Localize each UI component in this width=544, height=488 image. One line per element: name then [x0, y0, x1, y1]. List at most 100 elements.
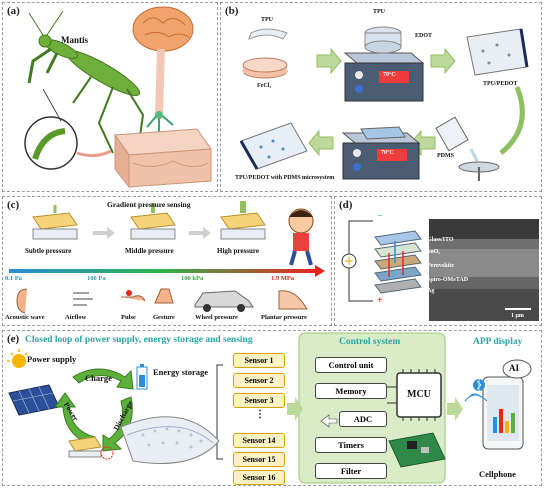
- edot-label: EDOT: [415, 33, 433, 39]
- app-gesture: Gesture: [153, 314, 175, 321]
- arrow-2-icon: [430, 47, 456, 75]
- energy-storage-label: Energy storage: [153, 367, 209, 377]
- small-sensor-icon: [68, 436, 114, 460]
- fecl3-label: FeCl₃: [257, 83, 272, 89]
- solar-panel-icon: [8, 384, 60, 416]
- tpu-top-label: TPU: [373, 9, 385, 15]
- hot-plate-2-icon: [341, 126, 421, 180]
- app-pulse: Pulse: [121, 314, 136, 321]
- control-system-title: Control system: [339, 337, 401, 347]
- fabrication-process-illustration: [239, 26, 529, 181]
- layer-spiro: Spiro-OMeTAD: [427, 277, 469, 283]
- arrow-to-control-icon: [287, 397, 303, 421]
- minus-sign: −: [377, 211, 383, 222]
- skin-tissue-icon: [114, 128, 212, 189]
- petri-dish-icon: [242, 57, 288, 79]
- mcu-chip-icon: [387, 369, 442, 421]
- app-display-title: APP display: [473, 337, 523, 347]
- gradient-title: Gradient pressure sensing: [107, 200, 191, 209]
- layer-sno2: SnO₂: [427, 249, 441, 255]
- panel-b-label: (b): [225, 5, 239, 17]
- airflow-icon: [73, 292, 93, 306]
- ear-icon: [16, 288, 28, 314]
- recycle-loop-icon: [54, 368, 134, 452]
- pressure-gradient-bar: [9, 269, 315, 273]
- curved-arrow-icon: [499, 86, 525, 155]
- filter: Filter: [315, 463, 387, 479]
- scale-label: 1 μm: [511, 313, 524, 319]
- ai-label: AI: [509, 363, 520, 373]
- pdms-label: PDMS: [437, 153, 454, 159]
- ai-bubble-icon: [502, 359, 532, 379]
- tick-1: 0.1 Pa: [5, 275, 22, 282]
- loop-title: Closed loop of power supply, energy stor…: [25, 335, 253, 345]
- mantis-icon: [27, 10, 145, 154]
- panel-c-label: (c): [7, 199, 20, 211]
- adc: ADC: [339, 411, 387, 427]
- control-unit: Control unit: [315, 357, 387, 373]
- sensor-subtle-icon: [32, 205, 78, 240]
- panel-e-label: (e): [7, 333, 20, 345]
- sensor-3: Sensor 3: [233, 393, 285, 408]
- sun-icon: [7, 349, 28, 368]
- bluetooth-icon: [473, 379, 485, 391]
- panel-a-label: (a): [7, 5, 20, 17]
- panel-b: (b): [220, 2, 542, 192]
- arrow-to-app-icon: [447, 397, 463, 421]
- result-label: TPU/PEDOT with PDMS microsystem: [235, 175, 335, 181]
- timers: Timers: [315, 437, 387, 453]
- tpu-film-icon: [248, 28, 288, 40]
- final-sheet-icon: [239, 122, 308, 170]
- panel-c: (c): [2, 196, 332, 326]
- power-supply-label: Power supply: [27, 354, 77, 364]
- arrow-c1-icon: [93, 227, 115, 239]
- battery-icon: [136, 364, 148, 390]
- high-label: High pressure: [217, 247, 259, 255]
- arrow-1-icon: [316, 47, 342, 75]
- panel-d: (d) − + Glass/ITO SnO₂ Perovskite Spiro-…: [334, 196, 542, 326]
- temp-1-label: 70°C: [383, 72, 396, 78]
- car-icon: [194, 290, 254, 312]
- panel-d-label: (d): [339, 199, 353, 211]
- charge-label: Charge: [85, 373, 112, 383]
- app-wheel: Wheel pressure: [195, 314, 238, 321]
- pulse-icon: [121, 290, 146, 302]
- circuit-board-icon: [388, 432, 446, 468]
- app-acoustic: Acoustic wave: [5, 314, 45, 321]
- sensor-15: Sensor 15: [233, 452, 285, 467]
- insole-sensor-array-icon: [120, 416, 220, 464]
- zoom-circle-icon: [24, 116, 78, 170]
- panel-a: (a): [2, 2, 218, 192]
- plus-sign: +: [377, 295, 383, 306]
- mantis-brain-illustration: [24, 6, 212, 189]
- layer-ag: Ag: [427, 288, 435, 294]
- middle-label: Middle pressure: [125, 247, 174, 255]
- app-plantar: Plantar pressure: [261, 314, 308, 321]
- sensor-16: Sensor 16: [233, 470, 285, 485]
- hot-plate-1-icon: [343, 26, 425, 102]
- mantis-label: Mantis: [61, 35, 88, 45]
- tick-3: 100 kPa: [181, 275, 204, 282]
- sensor-14: Sensor 14: [233, 433, 285, 448]
- tpu-pedot-label: TPU/PEDOT: [483, 81, 518, 87]
- panel-e: (e) Closed loop of power supply, energy …: [2, 330, 542, 486]
- brain-icon: [132, 6, 194, 133]
- temp-2-label: 70°C: [381, 150, 394, 156]
- app-airflow: Airflow: [65, 314, 87, 321]
- gesture-icon: [154, 288, 174, 304]
- memory: Memory: [315, 383, 387, 399]
- cellphone-label: Cellphone: [479, 469, 516, 479]
- adc-arrow-icon: [320, 414, 338, 428]
- tpu-pedot-sheet-icon: [466, 28, 529, 76]
- wifi-waves-icon: [464, 393, 488, 402]
- child-icon: [288, 208, 314, 266]
- layer-perovskite: Perovskite: [427, 263, 454, 269]
- tpu-film-label: TPU: [261, 17, 273, 23]
- subtle-label: Subtle pressure: [25, 247, 72, 255]
- pdms-beaker-icon: [435, 116, 500, 181]
- layer-stack-icon: [374, 230, 422, 294]
- layer-glass-ito: Glass/ITO: [427, 237, 454, 243]
- arrow-c2-icon: [189, 227, 211, 239]
- solar-cell-illustration: [341, 219, 539, 321]
- mcu-label: MCU: [407, 389, 431, 400]
